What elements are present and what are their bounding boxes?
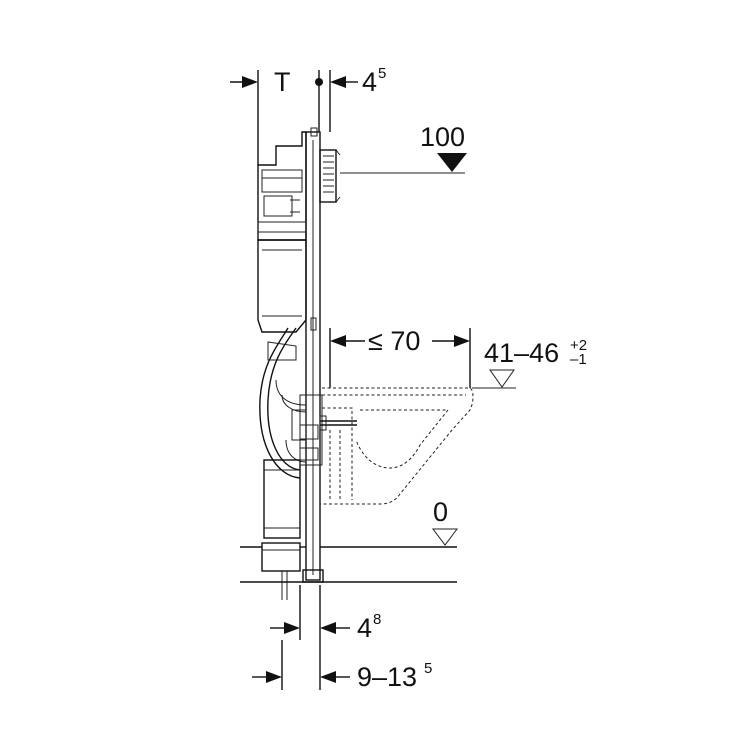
dimension-bottom-2-base: 9–13 [357,662,417,692]
supply-hose [259,327,301,479]
dimension-t-label: T [274,67,291,97]
dimension-top-right: 4 5 [315,65,386,132]
dimension-t: T [230,67,291,165]
dimension-bottom-1-sup: 8 [373,611,381,628]
seat-height-sup: +2 [570,337,587,354]
cistern [257,131,307,333]
dimension-projection: ≤ 70 [329,326,471,388]
dimension-projection-label: ≤ 70 [368,326,420,356]
dimension-top-right-base: 4 [362,67,377,97]
seat-height-base: 41–46 [484,338,559,368]
flush-plate [319,149,341,203]
flush-pipe [261,341,307,600]
dimension-bottom-2-sup: 5 [424,660,432,677]
dimension-bottom-1-base: 4 [357,613,372,643]
seat-height-marker: 41–46 +2 –1 [472,337,587,389]
dimension-bottom-2: 9–13 5 [252,640,432,692]
seat-height-sub: –1 [570,351,587,368]
floor-level-marker: 0 [432,497,458,546]
toilet-bowl [320,387,474,505]
floor-level-label: 0 [433,497,448,527]
actuator-height-marker: 100 [340,122,467,174]
dimension-bottom-1: 4 8 [270,585,381,690]
dimension-top-right-sup: 5 [378,65,386,82]
actuator-height-label: 100 [420,122,465,152]
floor-lines [240,546,457,583]
mounting-bolts [299,394,357,466]
